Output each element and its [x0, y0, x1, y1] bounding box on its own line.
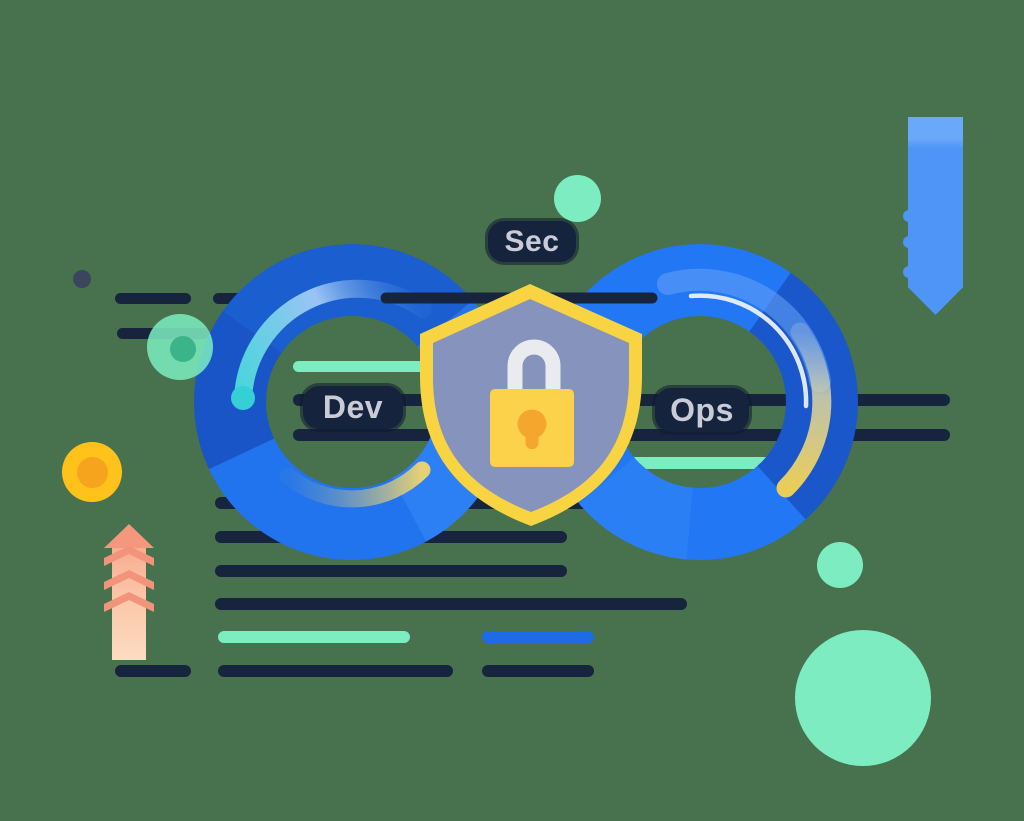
ribbon-notch — [903, 236, 910, 248]
arrow-up-icon — [104, 524, 154, 548]
dash-line-mint — [600, 457, 790, 469]
dash-line — [213, 293, 255, 304]
label-sec: Sec — [488, 221, 576, 262]
dash-line — [482, 665, 594, 677]
ring-highlight-arc — [657, 268, 831, 392]
mint-circle-small — [817, 542, 863, 588]
mint-circle-top — [554, 175, 601, 222]
ring-swoosh-arc — [279, 461, 431, 508]
dash-line — [215, 565, 567, 577]
slate-dot — [73, 270, 91, 288]
dash-line — [115, 665, 191, 677]
dash-line — [117, 328, 209, 339]
dash-line — [218, 665, 453, 677]
ring-highlight-arc — [234, 279, 432, 407]
dash-line — [115, 293, 191, 304]
ribbon-notch — [903, 210, 910, 222]
ring-sand-arc — [776, 322, 832, 498]
dash-line — [293, 429, 950, 441]
mint-circle-big — [795, 630, 931, 766]
dash-line — [215, 598, 687, 610]
dash-line-mint — [293, 361, 463, 372]
dash-line-blue — [482, 631, 594, 643]
label-dev: Dev — [303, 386, 403, 429]
orange-inner-circle — [77, 457, 108, 488]
mint-circle-left — [147, 314, 213, 380]
dash-line — [215, 531, 567, 543]
padlock-icon — [490, 339, 574, 467]
label-dev-text: Dev — [322, 389, 384, 425]
ribbon-notch — [903, 266, 910, 278]
label-ops-text: Ops — [670, 391, 734, 428]
ribbon-down-icon — [908, 117, 963, 315]
teal-dot — [231, 386, 255, 410]
dash-line-mint — [218, 631, 410, 643]
label-sec-text: Sec — [504, 224, 560, 258]
dash-line — [215, 497, 655, 509]
label-ops: Ops — [655, 388, 749, 432]
